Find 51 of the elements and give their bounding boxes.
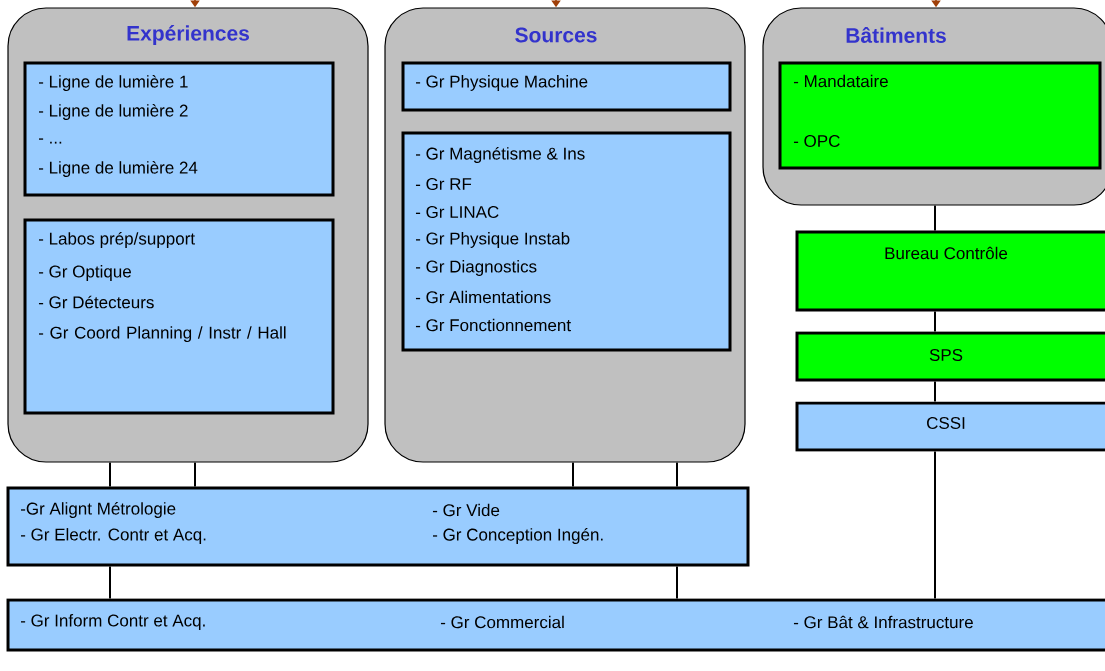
list-item: - Gr Détecteurs	[38, 295, 154, 309]
list-item: - Ligne de lumière 2	[38, 104, 188, 120]
text-box	[23, 61, 335, 197]
connector-line	[934, 450, 936, 600]
connector-line	[676, 565, 678, 600]
list-item: SPS	[929, 349, 963, 361]
list-item: - Gr Magnétisme & Ins	[415, 147, 585, 163]
list-item: -Gr Alignt Métrologie	[20, 501, 176, 518]
connector-line	[934, 204, 936, 232]
connector-line	[934, 380, 936, 403]
connector-line	[194, 461, 196, 488]
list-item: - Gr Conception Ingén.	[432, 527, 603, 544]
list-item: - Gr Commercial	[440, 615, 564, 629]
list-item: - Ligne de lumière 24	[38, 161, 198, 177]
list-item: - OPC	[793, 135, 840, 147]
text-box	[795, 331, 1105, 382]
list-item: - Gr Fonctionnement	[415, 318, 571, 332]
connector-line	[572, 461, 574, 488]
connector-line	[934, 310, 936, 333]
panel-title: Bâtiments	[846, 27, 946, 43]
list-item: - Gr Electr. Contr et Acq.	[20, 528, 206, 544]
list-item: - Gr Optique	[38, 265, 131, 281]
list-item: - Mandataire	[793, 74, 888, 88]
list-item: - Gr Bât & Infrastructure	[793, 615, 973, 629]
list-item: - Gr Diagnostics	[415, 260, 537, 276]
list-item: - Labos prép/support	[38, 232, 195, 248]
text-box	[401, 131, 732, 352]
list-item: - Gr Inform Contr et Acq.	[20, 614, 205, 630]
list-item: - Gr Vide	[432, 503, 500, 517]
list-item: - ...	[38, 138, 62, 144]
text-box	[23, 218, 335, 415]
list-item: - Ligne de lumière 1	[38, 75, 188, 91]
panel-title: Expériences	[127, 25, 249, 45]
text-box	[778, 61, 1102, 170]
panel-title: Sources	[515, 27, 597, 43]
text-box	[795, 230, 1105, 312]
connector-line	[109, 461, 111, 488]
text-box	[6, 486, 750, 567]
list-item: - Gr LINAC	[415, 206, 499, 218]
list-item: - Gr RF	[415, 178, 472, 190]
text-box	[401, 61, 732, 112]
connector-line	[109, 565, 111, 600]
list-item: Bureau Contrôle	[885, 246, 1008, 260]
list-item: - Gr Physique Machine	[415, 75, 588, 91]
list-item: - Gr Coord Planning / Instr / Hall	[38, 326, 286, 343]
list-item: - Gr Alimentations	[415, 290, 551, 304]
list-item: CSSI	[927, 416, 965, 429]
text-box	[795, 401, 1105, 452]
list-item: - Gr Physique Instab	[415, 232, 570, 248]
text-box	[6, 598, 1105, 652]
connector-line	[676, 461, 678, 488]
